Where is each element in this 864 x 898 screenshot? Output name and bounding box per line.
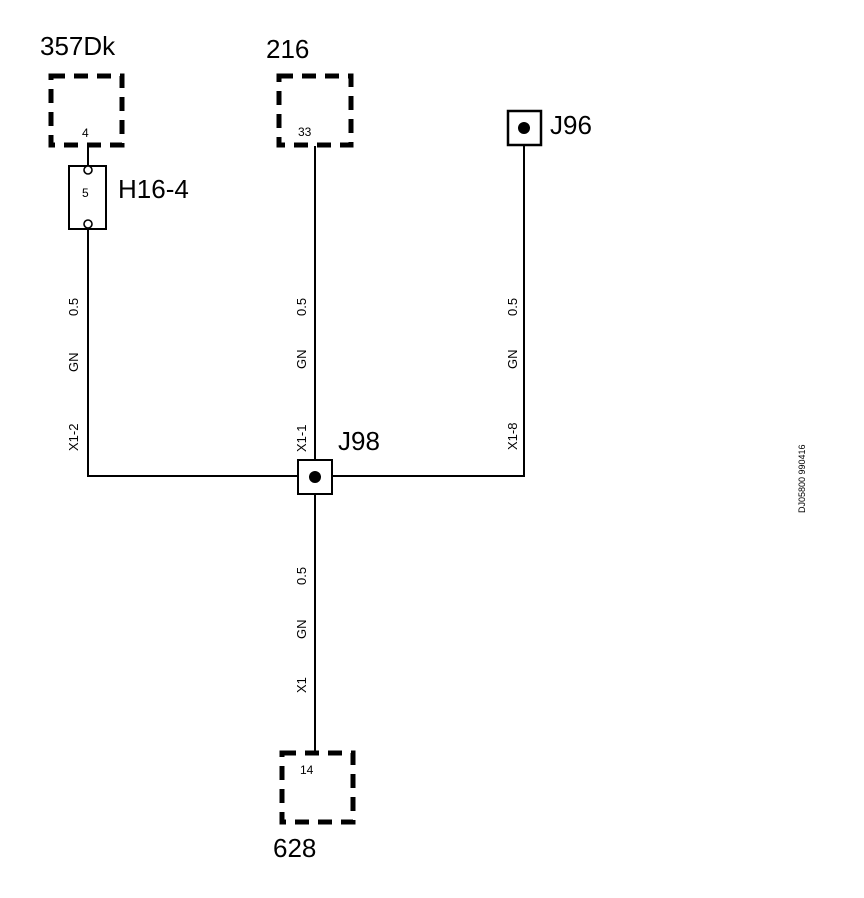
wire-pin-label: X1-2: [66, 424, 81, 451]
connector-216-box: [276, 73, 354, 148]
connector-216-label: 216: [266, 34, 309, 64]
wire-j96-to-j98: [315, 146, 525, 477]
connector-628-pin: 14: [300, 763, 314, 777]
wire-color-label: GN: [294, 620, 309, 640]
wire-color-label: GN: [294, 350, 309, 370]
wire-size-label: 0.5: [66, 298, 81, 316]
junction-j98[interactable]: J98: [297, 426, 380, 495]
fuse-terminal-bottom-icon: [83, 219, 93, 229]
drawing-reference: DJ05800 990416: [797, 444, 807, 513]
wire-labels-middle: 0.5 GN X1-1: [294, 298, 309, 452]
wire-size-label: 0.5: [294, 298, 309, 316]
junction-j98-dot-icon: [309, 471, 321, 483]
connector-357dk-label: 357Dk: [40, 31, 116, 61]
fuse-h16-4-label: H16-4: [118, 174, 189, 204]
wire-labels-left: 0.5 GN X1-2: [66, 298, 81, 451]
wire-pin-label: X1-1: [294, 425, 309, 452]
fuse-h16-4[interactable]: 5 H16-4: [68, 165, 189, 230]
wire-color-label: GN: [66, 353, 81, 373]
junction-j98-label: J98: [338, 426, 380, 456]
junction-j96[interactable]: J96: [506, 109, 592, 147]
wires: [87, 146, 525, 752]
fuse-terminal-top-icon: [83, 165, 93, 175]
connector-357dk[interactable]: 357Dk 4: [40, 31, 125, 148]
wire-fuse-to-j98: [87, 226, 315, 477]
connector-216[interactable]: 216 33: [266, 34, 354, 148]
connector-357dk-pin: 4: [82, 126, 89, 140]
connector-628-box: [279, 750, 356, 825]
junction-j96-dot-icon: [518, 122, 530, 134]
fuse-h16-4-body: [68, 165, 107, 230]
connector-216-pin: 33: [298, 125, 312, 139]
wire-pin-label: X1-8: [505, 423, 520, 450]
junction-j96-label: J96: [550, 110, 592, 140]
connector-628-label: 628: [273, 833, 316, 863]
wire-size-label: 0.5: [294, 567, 309, 585]
wire-color-label: GN: [505, 350, 520, 370]
connector-357dk-box: [48, 73, 125, 148]
fuse-h16-4-pin: 5: [82, 186, 89, 200]
wire-pin-label: X1: [294, 677, 309, 693]
wire-labels-lower: 0.5 GN X1: [294, 567, 309, 693]
wire-labels-right: 0.5 GN X1-8: [505, 298, 520, 450]
wire-size-label: 0.5: [505, 298, 520, 316]
connector-628[interactable]: 14 628: [273, 750, 356, 863]
junction-j96-box: [506, 109, 543, 147]
